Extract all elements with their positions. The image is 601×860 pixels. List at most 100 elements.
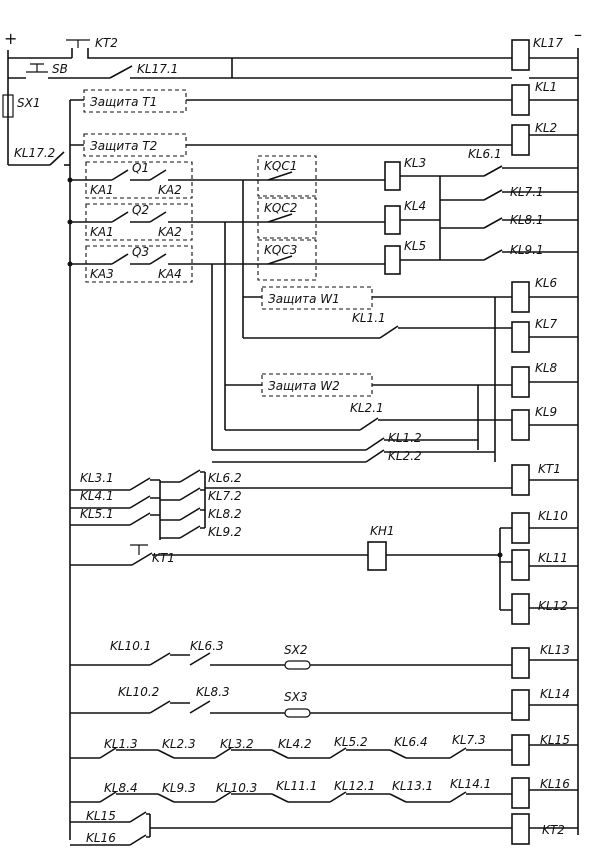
protection-W2-box <box>261 373 373 397</box>
protection-T1-box <box>83 89 187 113</box>
label-Q1: Q1 <box>132 161 149 175</box>
label-KL6-4: KL6.4 <box>394 735 428 749</box>
lamp-SX2 <box>284 660 311 670</box>
top-wiring <box>2 39 578 166</box>
kqc-box-2 <box>257 197 317 239</box>
label-KL17: KL17 <box>533 36 563 50</box>
lamp-SX3 <box>284 708 311 718</box>
label-KL8-1: KL8.1 <box>510 213 544 227</box>
protection-T1-label: Защита T1 <box>90 95 157 109</box>
breaker-group-Q3 <box>85 245 193 283</box>
label-KL4: KL4 <box>404 199 426 213</box>
label-KH1: KH1 <box>370 524 395 538</box>
label-KL8: KL8 <box>535 361 558 375</box>
label-KT2: KT2 <box>95 36 118 50</box>
label-SX1: SX1 <box>17 96 40 110</box>
label-KL17-2: KL17.2 <box>14 146 55 160</box>
coil-KL5 <box>384 245 401 275</box>
label-KL15-contact: KL15 <box>86 809 116 823</box>
label-KQC3: KQC3 <box>264 243 297 257</box>
label-KL1-3: KL1.3 <box>104 737 138 751</box>
coil-KT1 <box>511 464 530 496</box>
kl15-wiring <box>70 744 578 759</box>
label-KL2-3: KL2.3 <box>162 737 196 751</box>
label-KL4-2: KL4.2 <box>278 737 312 751</box>
label-KA1-1: KA1 <box>90 183 114 197</box>
coil-KL1 <box>511 84 530 116</box>
breaker-groups <box>70 169 385 265</box>
label-KL3-1: KL3.1 <box>80 471 114 485</box>
label-KL16: KL16 <box>540 777 570 791</box>
label-KT2-coil: KT2 <box>542 823 565 837</box>
label-SX3: SX3 <box>284 690 307 704</box>
kl16-wiring <box>70 789 578 803</box>
label-KL15: KL15 <box>540 733 570 747</box>
label-KL6-2: KL6.2 <box>208 471 242 485</box>
coil-KL3 <box>384 161 401 191</box>
minus-terminal: – <box>574 25 582 44</box>
breaker-group-Q1 <box>85 161 193 199</box>
label-KL14-1: KL14.1 <box>450 777 491 791</box>
coil-KL8 <box>511 366 530 398</box>
label-KL10-3: KL10.3 <box>216 781 257 795</box>
label-KL8-4: KL8.4 <box>104 781 138 795</box>
label-KL17-1: KL17.1 <box>137 62 178 76</box>
coil-KL4 <box>384 205 401 235</box>
label-KL12-1: KL12.1 <box>334 779 375 793</box>
protection-T2-box <box>83 133 187 157</box>
label-KL1-2: KL1.2 <box>388 431 422 445</box>
protection-W1-box <box>261 286 373 310</box>
label-KL2-2: KL2.2 <box>388 449 422 463</box>
protection-W1-label: Защита W1 <box>268 292 340 306</box>
kqc-box-1 <box>257 155 317 197</box>
label-KL1: KL1 <box>535 80 557 94</box>
kqc-box-3 <box>257 239 317 281</box>
label-KL9-1: KL9.1 <box>510 243 544 257</box>
coil-KL6 <box>511 281 530 313</box>
label-KL8-2: KL8.2 <box>208 507 242 521</box>
label-KL7-2: KL7.2 <box>208 489 242 503</box>
kl3-kl5-output <box>400 165 578 261</box>
breaker-group-Q2 <box>85 203 193 241</box>
label-KL12: KL12 <box>538 599 568 613</box>
label-KA2-1: KA2 <box>158 183 182 197</box>
kt1-group-wiring <box>70 469 578 540</box>
label-KQC2: KQC2 <box>264 201 297 215</box>
label-KL1-1: KL1.1 <box>352 311 386 325</box>
label-KL7-3: KL7.3 <box>452 733 486 747</box>
label-KL4-1: KL4.1 <box>80 489 114 503</box>
label-KL13-1: KL13.1 <box>392 779 433 793</box>
label-KA1-2: KA1 <box>90 225 114 239</box>
label-KL6-1: KL6.1 <box>468 147 502 161</box>
label-KT1-contact: KT1 <box>152 551 175 565</box>
coil-KL10 <box>511 512 530 544</box>
label-KL2-1: KL2.1 <box>350 401 384 415</box>
label-SB: SB <box>52 62 68 76</box>
label-KL9: KL9 <box>535 405 557 419</box>
label-KL11-1: KL11.1 <box>276 779 317 793</box>
protection-W2-label: Защита W2 <box>268 379 340 393</box>
kh1-wiring <box>70 527 578 611</box>
label-KQC1: KQC1 <box>264 159 297 173</box>
label-KL14: KL14 <box>540 687 570 701</box>
kl13-kl14-wiring <box>70 652 578 714</box>
coil-KL15 <box>511 734 530 766</box>
coil-KL13 <box>511 647 530 679</box>
plus-terminal: + <box>4 29 17 48</box>
label-KL3-2: KL3.2 <box>220 737 254 751</box>
coil-KT2 <box>511 813 530 845</box>
label-KA3: KA3 <box>90 267 114 281</box>
label-KL16-contact: KL16 <box>86 831 116 845</box>
coil-KL16 <box>511 777 530 809</box>
label-Q3: Q3 <box>132 245 149 259</box>
label-KL9-2: KL9.2 <box>208 525 242 539</box>
label-KL7-1: KL7.1 <box>510 185 544 199</box>
label-KL9-3: KL9.3 <box>162 781 196 795</box>
label-KT1: KT1 <box>538 462 561 476</box>
label-KL10-1: KL10.1 <box>110 639 151 653</box>
label-KA2-2: KA2 <box>158 225 182 239</box>
label-SX2: SX2 <box>284 643 307 657</box>
kt2-wiring <box>70 811 578 846</box>
label-KL11: KL11 <box>538 551 568 565</box>
